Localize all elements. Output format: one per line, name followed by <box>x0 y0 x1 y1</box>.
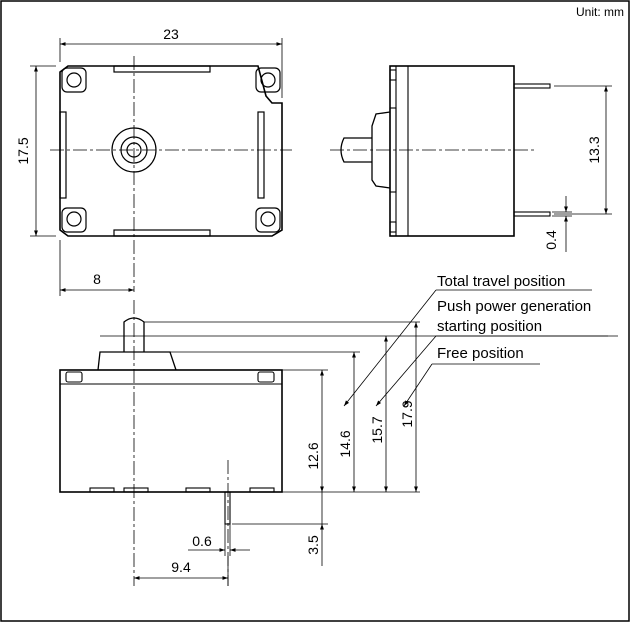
dim-text-12-6: 12.6 <box>305 442 321 469</box>
dim-text-0-4: 0.4 <box>543 230 559 250</box>
side-view-body <box>389 65 515 237</box>
dim-text-17-9: 17.9 <box>399 400 415 427</box>
dim-text-0-6: 0.6 <box>192 533 212 549</box>
side-view: 13.3 0.4 <box>330 65 612 252</box>
front-view-details <box>60 371 282 493</box>
dim-text-3-5: 3.5 <box>305 535 321 555</box>
dim-text-14-6: 14.6 <box>337 430 353 457</box>
callout-push-power-line2: starting position <box>437 318 542 335</box>
callout-push-power-line1: Push power generation <box>437 298 591 315</box>
side-plunger-housing <box>371 111 391 189</box>
callout-total-travel: Total travel position <box>437 273 565 290</box>
dim-text-15-7: 15.7 <box>369 416 385 443</box>
dim-text-8: 8 <box>93 271 101 287</box>
side-terminals <box>513 83 551 217</box>
top-view-centerlines <box>50 56 292 292</box>
dim-0-4 <box>552 196 572 252</box>
dim-offset-8 <box>59 240 134 296</box>
dim-9-4 <box>134 556 229 586</box>
dim-text-13-3: 13.3 <box>586 136 602 163</box>
dim-text-23: 23 <box>163 26 179 42</box>
front-centerlines <box>133 300 229 586</box>
front-plunger-housing <box>97 351 177 371</box>
dim-0-6 <box>188 524 250 556</box>
front-terminal <box>224 491 231 525</box>
top-view: 23 17.5 8 <box>15 26 292 296</box>
front-view: 12.6 14.6 15.7 17.9 3.5 0.6 9.4 <box>59 273 618 586</box>
top-view-outline <box>59 65 283 237</box>
dim-text-17-5: 17.5 <box>15 137 31 164</box>
dim-text-9-4: 9.4 <box>171 559 191 575</box>
callout-free-position: Free position <box>437 345 524 362</box>
dim-13-3 <box>554 85 612 215</box>
top-view-slots <box>59 65 265 237</box>
dim-height-17-5 <box>30 65 56 237</box>
unit-label: Unit: mm <box>576 5 624 19</box>
side-view-details <box>389 66 409 236</box>
reference-lines <box>100 321 618 525</box>
front-view-body <box>59 369 283 493</box>
corner-bosses <box>61 67 281 233</box>
dim-width-23 <box>59 38 283 98</box>
callout-leaders <box>343 289 608 407</box>
